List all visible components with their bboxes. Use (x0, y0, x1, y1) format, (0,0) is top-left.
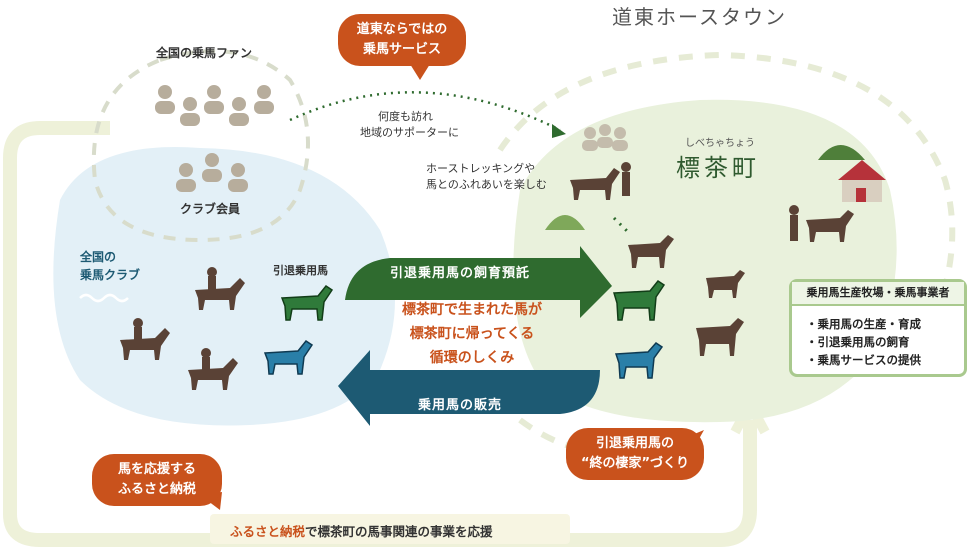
upper-arrow (345, 246, 612, 318)
town-name: 標茶町 (676, 154, 760, 182)
members-label: クラブ会員 (180, 202, 241, 216)
barn-icon (838, 160, 886, 202)
visit-note-line2: 地域のサポーターに (360, 126, 459, 139)
home-bubble-line2: “終の棲家”づくり (580, 456, 690, 471)
members-people-icons (176, 153, 248, 192)
club-horses (120, 267, 245, 390)
cycle-message-line3: 循環のしくみ (429, 350, 515, 366)
clubs-label-line1: 全国の (80, 250, 117, 264)
fans-dashed-circle (91, 49, 310, 243)
trekking-note-line1: ホーストレッキングや (426, 162, 536, 175)
service-bubble: 道東ならではの 乗馬サービス (338, 14, 466, 66)
bottom-banner-rest: で標茶町の馬事関連の事業を応援 (305, 524, 493, 539)
service-bubble-line1: 道東ならではの (356, 22, 448, 37)
retired-horse-blue (263, 339, 314, 375)
flow-loop-line (3, 121, 757, 547)
tax-bubble-line2: ふるさと納税 (117, 482, 196, 497)
service-bubble-line2: 乗馬サービス (362, 42, 441, 57)
cycle-message-line1: 標茶町で生まれた馬が (402, 302, 542, 318)
fans-label: 全国の乗馬ファン (156, 46, 253, 60)
upper-arrow-label: 引退乗用馬の飼育預託 (390, 266, 531, 281)
bottom-banner: ふるさと納税で標茶町の馬事関連の事業を応援 (210, 514, 570, 544)
cycle-message-line2: 標茶町に帰ってくる (409, 326, 535, 342)
town-retired-horse-blue (614, 342, 664, 379)
visit-note-line1: 何度も訪れ (378, 110, 433, 123)
tax-bubble: 馬を応援する ふるさと納税 (92, 454, 222, 506)
lower-arrow (338, 350, 600, 426)
town-horses (570, 162, 854, 356)
home-bubble-line1: 引退乗用馬の (595, 436, 674, 451)
town-furigana: しべちゃちょう (685, 138, 755, 149)
region-title: 道東ホースタウン (612, 5, 787, 29)
bottom-banner-text: ふるさと納税で標茶町の馬事関連の事業を応援 (230, 521, 493, 540)
business-title: 乗用馬生産牧場・乗馬事業者 (792, 282, 964, 306)
tax-bubble-line1: 馬を応援する (117, 462, 196, 477)
service-bubble-tail (410, 64, 430, 80)
trekking-note-line2: 馬とのふれあいを楽しむ (426, 178, 547, 191)
fans-people-icons (155, 85, 274, 126)
home-bubble: 引退乗用馬の “終の棲家”づくり (566, 428, 704, 480)
lower-arrow-label: 乗用馬の販売 (418, 398, 503, 413)
retired-horse-green (280, 284, 334, 321)
visit-dotted-arrow (289, 91, 561, 132)
wave-decoration (79, 293, 129, 303)
bottom-banner-highlight: ふるさと納税 (230, 524, 306, 539)
retired-horse-label: 引退乗用馬 (273, 264, 328, 277)
town-retired-horse-green (613, 279, 666, 321)
business-box: 乗用馬生産牧場・乗馬事業者 ・乗用馬の生産・育成 ・引退乗用馬の飼育 ・乗馬サー… (789, 279, 967, 377)
hill-icon-2 (818, 145, 865, 160)
hill-icon (545, 215, 585, 230)
visitors-people-icons (582, 124, 628, 151)
business-item: ・引退乗用馬の飼育 (806, 335, 910, 349)
clubs-label-line2: 乗馬クラブ (80, 268, 141, 282)
town-dashed-outline (497, 51, 956, 332)
dotted-connector (612, 216, 630, 234)
business-item: ・乗馬サービスの提供 (806, 353, 921, 367)
club-area (53, 147, 395, 426)
cycle-message: 標茶町で生まれた馬が 標茶町に帰ってくる 循環のしくみ (382, 298, 562, 370)
business-item: ・乗用馬の生産・育成 (806, 317, 921, 331)
visit-arrowhead (552, 124, 566, 138)
